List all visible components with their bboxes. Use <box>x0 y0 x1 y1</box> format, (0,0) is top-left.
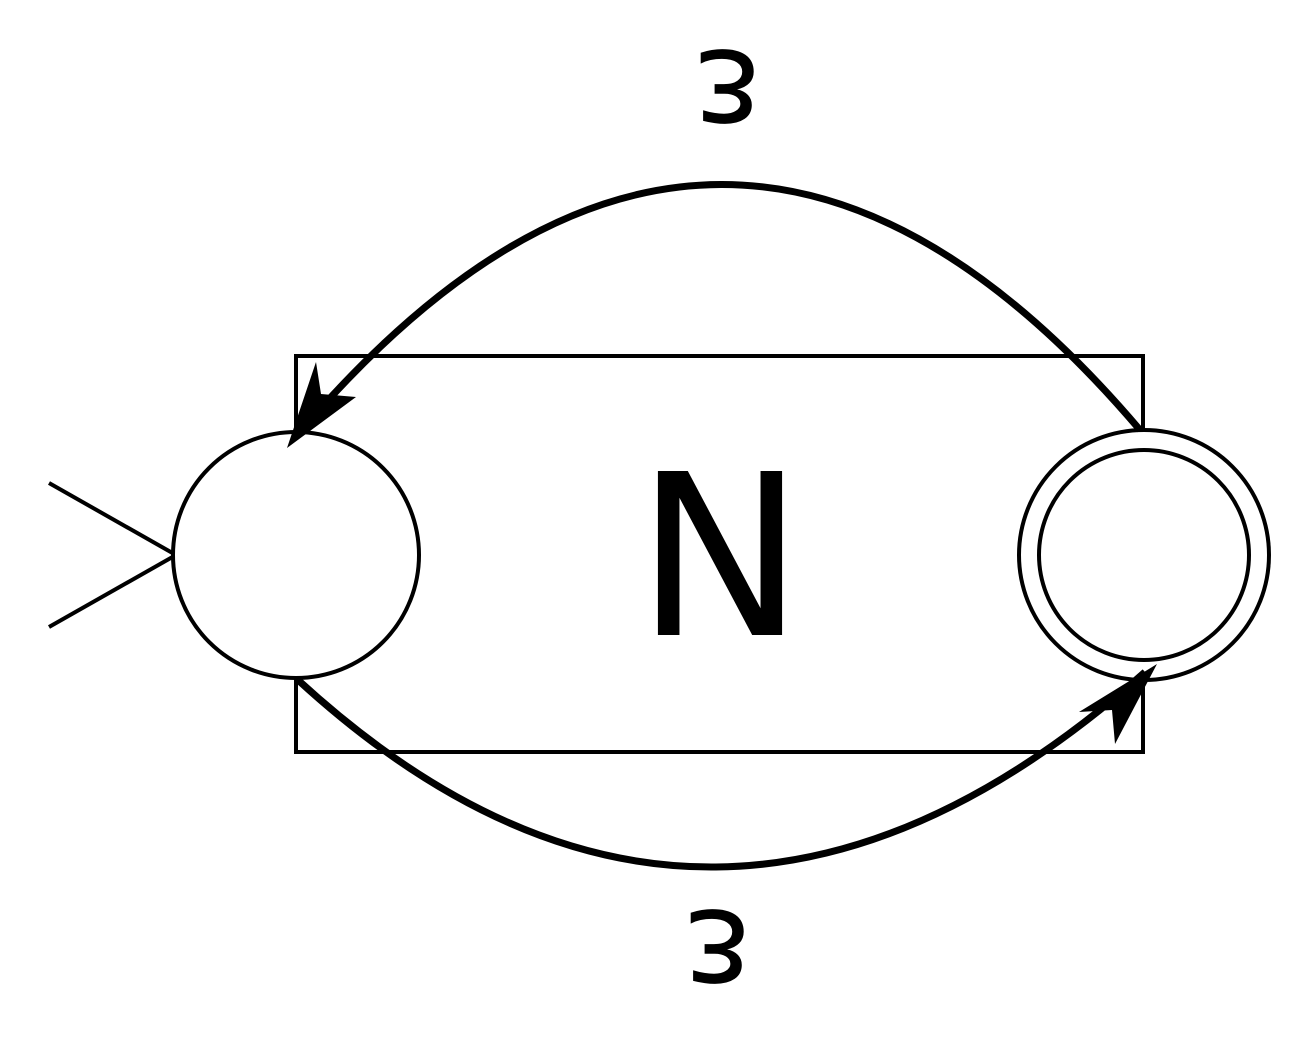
start-arrow-lower-line <box>48 553 177 629</box>
accept-state <box>1017 428 1271 682</box>
accept-state-inner-ring <box>1037 448 1251 662</box>
bottom-transition-arrowhead <box>1079 664 1157 744</box>
start-arrow-upper-line <box>48 481 177 557</box>
accept-state-outer-ring <box>1017 428 1271 682</box>
bottom-epsilon-label: ε <box>682 880 752 1032</box>
start-state <box>171 430 421 680</box>
top-epsilon-transition-edge <box>297 181 1143 435</box>
automaton-n-label: N <box>636 427 804 689</box>
bottom-epsilon-transition-edge <box>295 669 1148 871</box>
top-transition-arrowhead <box>287 362 356 448</box>
top-epsilon-label: ε <box>692 20 762 172</box>
